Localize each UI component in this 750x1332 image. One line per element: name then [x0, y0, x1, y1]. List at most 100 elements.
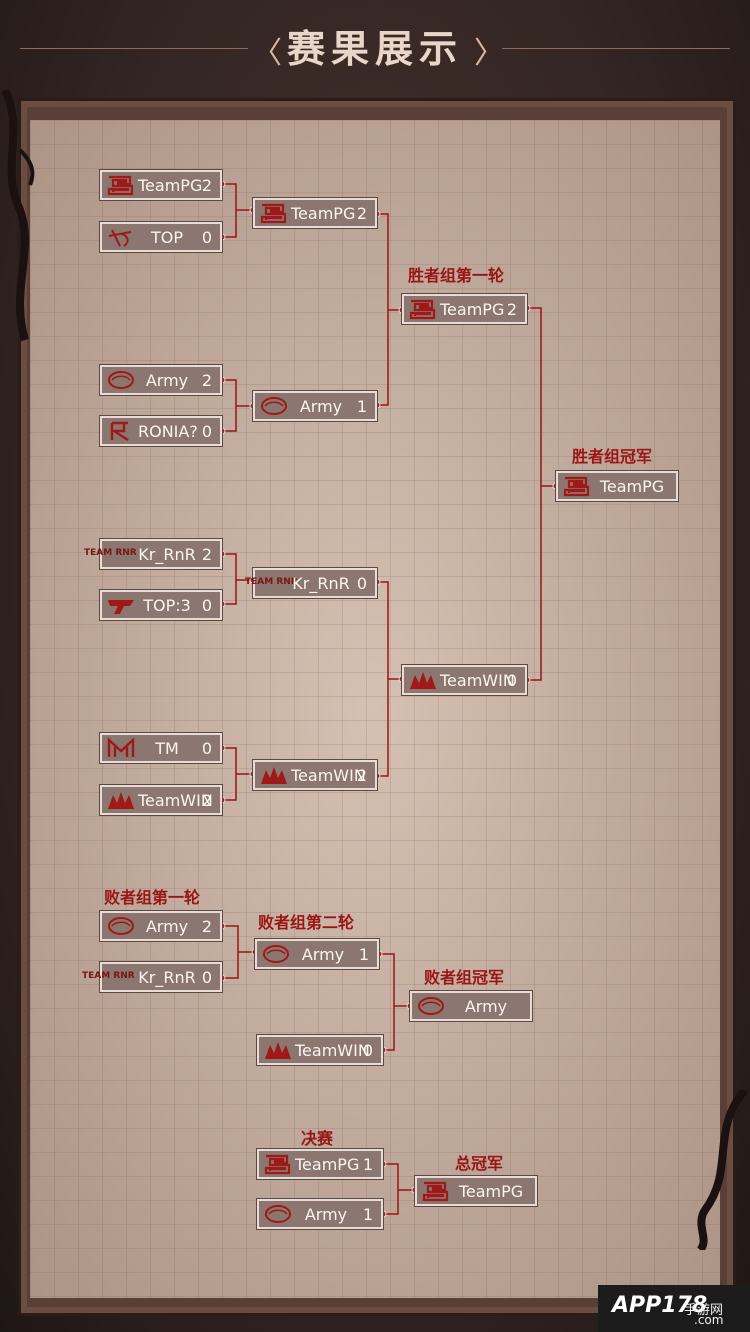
- bracket-paper: [30, 120, 720, 1298]
- team-name: TeamPG: [138, 176, 203, 195]
- team-score: 0: [356, 574, 368, 593]
- team-slot-sf2-top[interactable]: TEAM RNR Kr_RnR 0: [245, 568, 377, 598]
- header: 〈 〉 赛果展示: [0, 0, 750, 95]
- team-win-logo-icon: [108, 792, 134, 809]
- team-score: 2: [201, 545, 213, 564]
- team-slot-wf-top[interactable]: TeamPG 2: [402, 294, 527, 324]
- team-name: Kr_RnR: [138, 545, 196, 564]
- team-slot-lr2-top[interactable]: Army 1: [255, 939, 379, 969]
- team-score: 2: [201, 176, 213, 195]
- team-name: TeamWIN: [138, 791, 213, 810]
- title-divider-right: [502, 48, 730, 49]
- team-score: 0: [201, 422, 213, 441]
- team-army-logo-icon: [261, 397, 287, 415]
- team-pg-logo-icon: [563, 476, 590, 497]
- team-tm-logo-icon: [107, 738, 135, 759]
- team-win-logo-icon: [410, 672, 436, 689]
- team-name: TeamPG: [291, 204, 356, 223]
- team-name: Kr_RnR: [292, 574, 350, 593]
- team-pg-logo-icon: [264, 1154, 291, 1175]
- team-win-logo-icon: [265, 1042, 291, 1059]
- team-slot-qf2-bottom[interactable]: RONIA? 0: [100, 416, 222, 446]
- team-pg-logo-icon: [107, 175, 134, 196]
- grand-champion-slot[interactable]: TeamPG: [415, 1176, 537, 1206]
- title-divider-left: [20, 48, 248, 49]
- team-ronia-logo-icon: [110, 421, 130, 442]
- label-final: 决赛: [301, 1129, 334, 1148]
- team-name: TOP:3: [143, 596, 191, 615]
- vine-decoration-left: [1, 90, 35, 342]
- team-win-logo-icon: [261, 767, 287, 784]
- team-army-logo-icon: [108, 917, 134, 935]
- label-losers-champion: 败者组冠军: [424, 968, 505, 987]
- team-slot-qf1-top[interactable]: TeamPG 2: [100, 170, 222, 200]
- team-name: Army: [464, 997, 508, 1016]
- team-score: 0: [201, 596, 213, 615]
- label-winners-round1: 胜者组第一轮: [408, 266, 505, 285]
- team-pg-logo-icon: [409, 299, 436, 320]
- team-slot-qf3-top[interactable]: TEAM RNR Kr_RnR 2: [84, 539, 222, 569]
- team-score: 0: [201, 228, 213, 247]
- team-rnr-logo-icon: TEAM RNR: [84, 548, 137, 558]
- team-slot-lr1-bottom[interactable]: TEAM RNR Kr_RnR 0: [82, 962, 222, 992]
- team-score: 2: [201, 791, 213, 810]
- vine-decoration-right: [696, 1090, 749, 1250]
- team-score: 2: [356, 204, 368, 223]
- team-name: TOP: [150, 228, 183, 247]
- team-army-logo-icon: [418, 997, 444, 1015]
- team-slot-qf3-bottom[interactable]: TOP:3 0: [100, 590, 222, 620]
- team-army-logo-icon: [263, 945, 289, 963]
- team-score: 1: [362, 1155, 374, 1174]
- team-slot-sf1-bottom[interactable]: Army 1: [253, 391, 377, 421]
- team-score: 0: [506, 671, 518, 690]
- title-ornament-left: 〈: [252, 36, 282, 71]
- team-slot-qf4-bottom[interactable]: TeamWIN 2: [100, 785, 222, 815]
- team-slot-qf4-top[interactable]: TM 0: [100, 733, 222, 763]
- team-name: TM: [155, 739, 179, 758]
- team-score: 0: [362, 1041, 374, 1060]
- team-slot-final-bottom[interactable]: Army 1: [257, 1199, 383, 1229]
- team-name: Kr_RnR: [138, 968, 196, 987]
- label-winners-champion: 胜者组冠军: [572, 447, 653, 466]
- team-name: Army: [145, 917, 189, 936]
- watermark-brand: APP178: [612, 1293, 708, 1318]
- team-top3-logo-icon: [108, 600, 134, 614]
- team-pg-logo-icon: [260, 203, 287, 224]
- team-score: 0: [201, 739, 213, 758]
- team-score: 1: [362, 1205, 374, 1224]
- losers-champion-slot[interactable]: Army: [410, 991, 532, 1021]
- watermark-domain: .com: [694, 1313, 724, 1327]
- team-score: 1: [358, 945, 370, 964]
- team-slot-final-top[interactable]: TeamPG 1: [257, 1149, 383, 1179]
- team-pg-logo-icon: [422, 1181, 449, 1202]
- team-score: 2: [201, 371, 213, 390]
- team-score: 2: [356, 766, 368, 785]
- team-score: 1: [356, 397, 368, 416]
- team-slot-qf1-bottom[interactable]: TOP 0: [100, 222, 222, 252]
- team-rnr-logo-icon: TEAM RNR: [82, 971, 135, 981]
- watermark-sub: 手游网: [684, 1303, 724, 1318]
- team-name: Army: [145, 371, 189, 390]
- team-slot-sf1-top[interactable]: TeamPG 2: [253, 198, 377, 228]
- team-slot-lr2-bottom[interactable]: TeamWIN 0: [257, 1035, 383, 1065]
- team-army-logo-icon: [265, 1205, 291, 1223]
- team-name: TeamPG: [458, 1182, 524, 1201]
- label-grand-champion: 总冠军: [455, 1154, 504, 1173]
- team-slot-lr1-top[interactable]: Army 2: [100, 911, 222, 941]
- team-name: TeamWIN: [295, 1041, 370, 1060]
- team-slot-wf-bottom[interactable]: TeamWIN 0: [402, 665, 527, 695]
- app178-watermark: APP178 手游网 .com: [598, 1285, 750, 1332]
- team-name: TeamWIN: [440, 671, 515, 690]
- team-name: TeamPG: [599, 477, 665, 496]
- page-title: 赛果展示: [286, 26, 463, 71]
- team-slot-qf2-top[interactable]: Army 2: [100, 365, 222, 395]
- winners-champion-slot[interactable]: TeamPG: [556, 471, 678, 501]
- team-slot-sf2-bottom[interactable]: TeamWIN 2: [253, 760, 377, 790]
- label-losers-round1: 败者组第一轮: [104, 888, 201, 907]
- team-top-logo-icon: [108, 229, 132, 247]
- team-name: TeamPG: [295, 1155, 360, 1174]
- team-name: Army: [301, 945, 345, 964]
- team-name: TeamWIN: [291, 766, 366, 785]
- team-rnr-logo-icon: TEAM RNR: [245, 577, 298, 587]
